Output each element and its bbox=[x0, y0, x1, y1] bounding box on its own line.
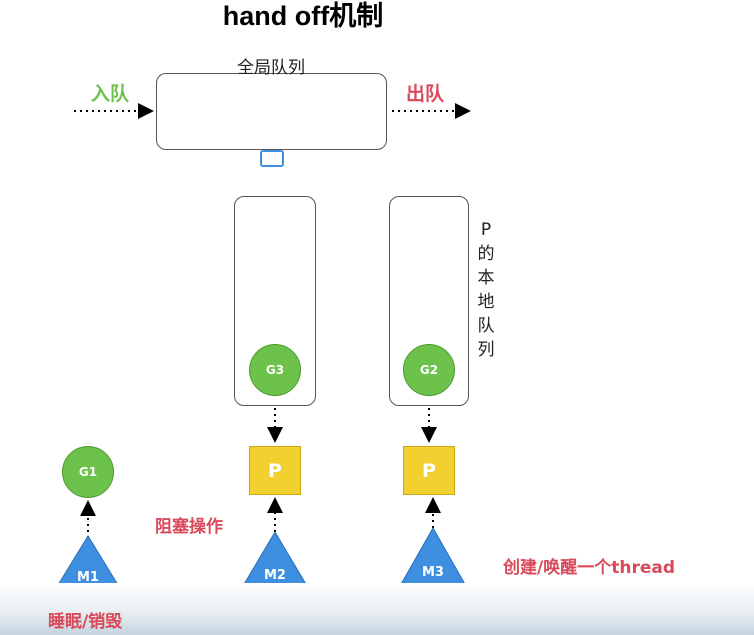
create-wake-annotation: 创建/唤醒一个thread bbox=[503, 558, 675, 578]
local-queue-label: P的本地队列 bbox=[477, 220, 495, 360]
goroutine-g1: G1 bbox=[62, 446, 114, 498]
processor-p-2: P bbox=[403, 446, 455, 495]
global-queue-label: 全局队列 bbox=[237, 58, 305, 78]
enqueue-label: 入队 bbox=[91, 83, 130, 105]
sleep-destroy-annotation: 睡眠/销毁 bbox=[48, 612, 123, 632]
blocking-annotation: 阻塞操作 bbox=[155, 517, 223, 537]
diagram-title: hand off机制 bbox=[222, 1, 384, 31]
goroutine-g3: G3 bbox=[249, 344, 301, 396]
bottom-band bbox=[0, 583, 754, 635]
dequeue-label: 出队 bbox=[406, 83, 445, 105]
machine-m3-label: M3 bbox=[422, 565, 444, 580]
goroutine-g2: G2 bbox=[403, 344, 455, 396]
global-queue-box bbox=[156, 73, 387, 150]
processor-p-1: P bbox=[249, 446, 301, 495]
machine-m2-label: M2 bbox=[264, 568, 286, 583]
local-queue-2 bbox=[389, 196, 469, 406]
machine-m1-label: M1 bbox=[77, 570, 99, 585]
